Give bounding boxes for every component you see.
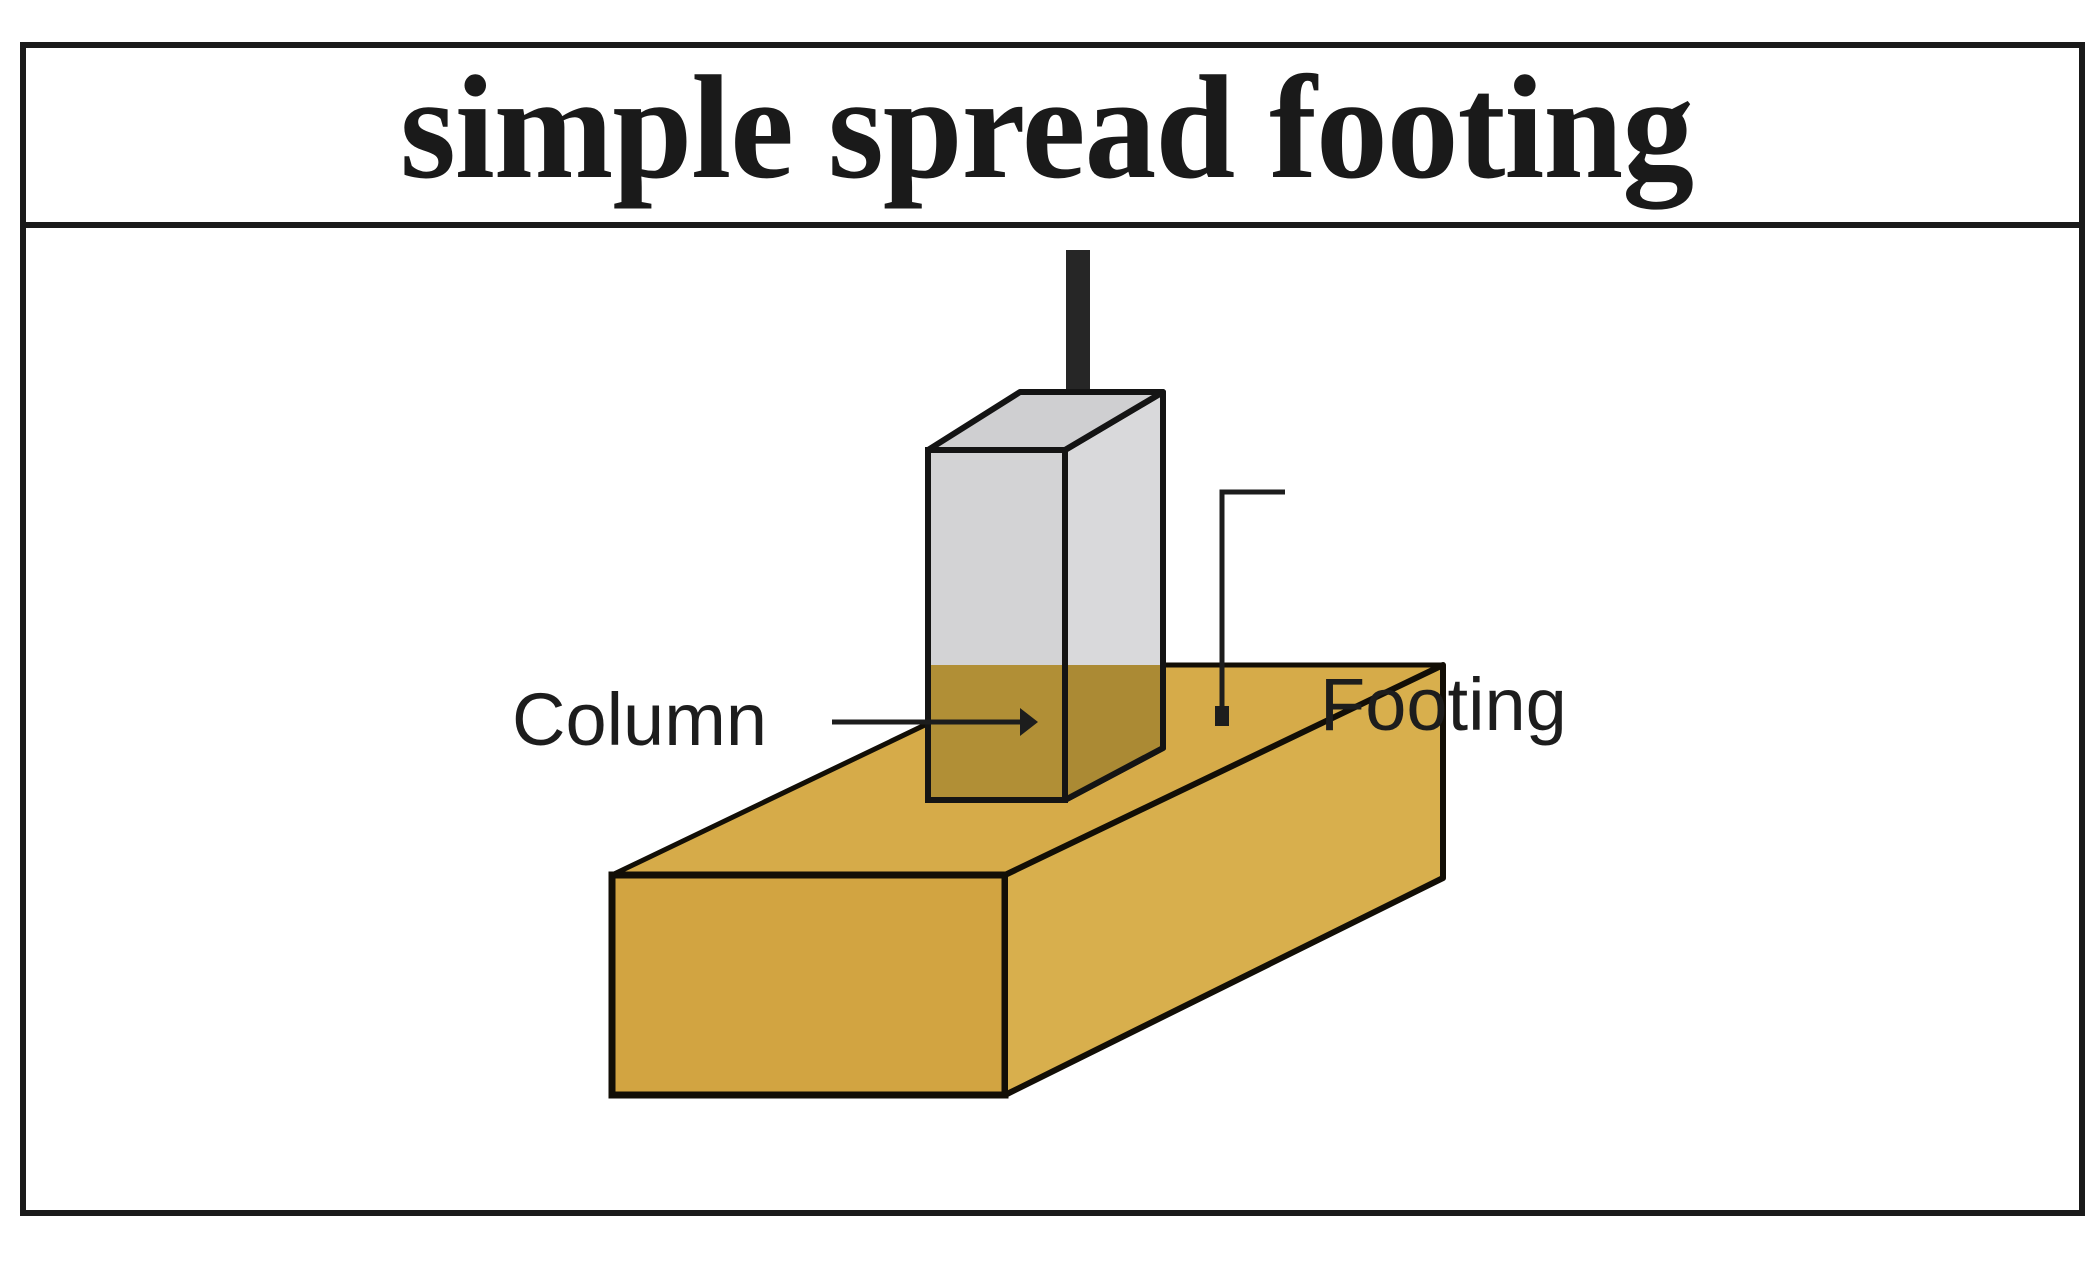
column-leader-line <box>832 708 1038 736</box>
footing-illustration <box>608 250 1446 1099</box>
column-top-face <box>925 389 1166 453</box>
column-leader-arrowhead <box>1020 708 1038 736</box>
drawing-area: Column Footing <box>20 228 2085 1216</box>
load-arrow-shaft <box>1066 250 1090 412</box>
footing-front-face <box>608 871 1009 1099</box>
footing-right-face <box>1002 662 1446 1098</box>
column-block <box>925 389 1166 803</box>
label-column: Column <box>512 678 767 761</box>
footing-leader-dot <box>1215 706 1229 726</box>
column-buried-right <box>1065 665 1163 800</box>
page-title: simple spread footing <box>399 46 1694 210</box>
footing-leader-shaft <box>1219 489 1285 710</box>
title-band: simple spread footing <box>20 42 2085 228</box>
label-footing: Footing <box>1320 663 1567 746</box>
column-buried-front <box>928 665 1065 800</box>
footing-leader-line <box>1215 489 1285 726</box>
